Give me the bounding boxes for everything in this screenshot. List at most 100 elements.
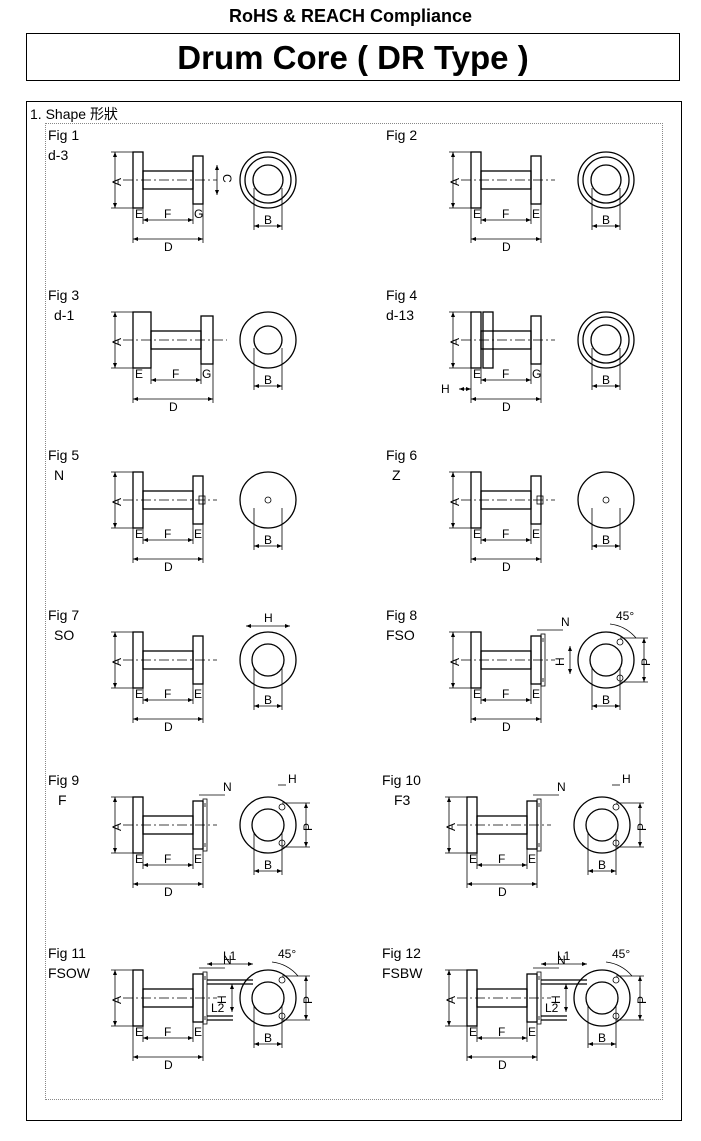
- dim-n-label: N: [223, 780, 232, 794]
- dim-a-label: A: [110, 658, 124, 666]
- dim-b-label: B: [602, 533, 610, 547]
- dim-b-label: B: [602, 693, 610, 707]
- figure-label: Fig 7: [48, 607, 80, 623]
- dim-d-label: D: [502, 400, 511, 414]
- dim-g-label: G: [194, 207, 203, 221]
- dim-a-label: A: [110, 498, 124, 506]
- dim-b-label: B: [264, 213, 272, 227]
- dim-l1-label: L1: [557, 949, 571, 963]
- figure-label: Fig 10: [382, 772, 421, 788]
- figure-type-code: d-13: [386, 307, 415, 323]
- dim-b-label: B: [264, 533, 272, 547]
- dim-n-label: N: [557, 953, 566, 967]
- dim-e-label: E: [135, 687, 143, 701]
- dim-d-label: D: [502, 240, 511, 254]
- dim-h-label: H: [264, 611, 273, 625]
- dim-n-label: N: [561, 615, 570, 629]
- dim-a-label: A: [448, 658, 462, 666]
- dim-a-label: A: [448, 498, 462, 506]
- figure-label: Fig 8: [386, 607, 418, 623]
- dim-d-label: D: [164, 885, 173, 899]
- end-view: B: [577, 151, 635, 230]
- dim-g-label: G: [202, 367, 211, 381]
- dim-a-label: A: [110, 338, 124, 346]
- dim-n-label: N: [223, 953, 232, 967]
- end-view: B: [239, 311, 297, 390]
- dim-e2-label: E: [532, 207, 540, 221]
- dim-d-label: D: [164, 1058, 173, 1072]
- figure-type-code: FSO: [386, 627, 415, 643]
- end-view: B: [577, 471, 635, 550]
- dim-f-label: F: [164, 852, 171, 866]
- dim-e2-label: E: [528, 1025, 536, 1039]
- dim-e2-label: E: [194, 852, 202, 866]
- dim-e2-label: E: [194, 1025, 202, 1039]
- dim-h-label: H: [441, 382, 450, 396]
- figure-label: Fig 4: [386, 287, 418, 303]
- figure-type-code: d-1: [54, 307, 75, 323]
- dim-d-label: D: [498, 885, 507, 899]
- dim-e-label: E: [473, 527, 481, 541]
- end-view: BHP: [239, 772, 315, 875]
- figure-label: Fig 5: [48, 447, 80, 463]
- section-title: 1. Shape 形狀: [30, 106, 118, 122]
- dim-d-label: D: [502, 560, 511, 574]
- shape-frame: [26, 101, 682, 1121]
- dim-f-label: F: [498, 852, 505, 866]
- dim-c-label: C: [220, 174, 234, 183]
- dim-d-label: D: [164, 240, 173, 254]
- dim-e2-label: E: [194, 527, 202, 541]
- drawing-area: [45, 123, 663, 1100]
- end-view: BHP: [573, 772, 649, 875]
- dim-g-label: G: [532, 367, 541, 381]
- dim-e-label: E: [469, 852, 477, 866]
- end-view: BH: [239, 611, 297, 710]
- figure-type-code: FSBW: [382, 965, 423, 981]
- dim-d-label: D: [164, 720, 173, 734]
- dim-f-label: F: [502, 687, 509, 701]
- dim-f-label: F: [172, 367, 179, 381]
- dim-b-label: B: [264, 373, 272, 387]
- dim-a-label: A: [110, 996, 124, 1004]
- dim-angle-label: 45°: [278, 947, 296, 961]
- dim-b-label: B: [598, 858, 606, 872]
- dim-a-label: A: [448, 178, 462, 186]
- dim-h-label: H: [553, 657, 567, 666]
- dim-f-label: F: [164, 207, 171, 221]
- figure-label: Fig 9: [48, 772, 80, 788]
- dim-f-label: F: [164, 687, 171, 701]
- dim-p-label: P: [301, 996, 315, 1004]
- dim-a-label: A: [444, 823, 458, 831]
- dim-n-label: N: [557, 780, 566, 794]
- dim-p-label: P: [635, 823, 649, 831]
- dim-b-label: B: [598, 1031, 606, 1045]
- dim-e-label: E: [135, 527, 143, 541]
- dim-d-label: D: [169, 400, 178, 414]
- dim-h-label: H: [288, 772, 297, 786]
- dim-e-label: E: [469, 1025, 477, 1039]
- dim-e-label: E: [473, 207, 481, 221]
- figure-label: Fig 6: [386, 447, 418, 463]
